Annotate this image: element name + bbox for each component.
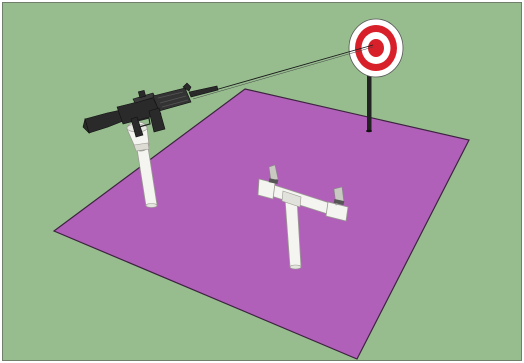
scene-canvas	[3, 3, 522, 361]
ground-mat	[54, 89, 469, 359]
laser-line	[193, 47, 373, 99]
sight-line	[208, 45, 373, 92]
bullseye-target-icon	[349, 19, 403, 77]
